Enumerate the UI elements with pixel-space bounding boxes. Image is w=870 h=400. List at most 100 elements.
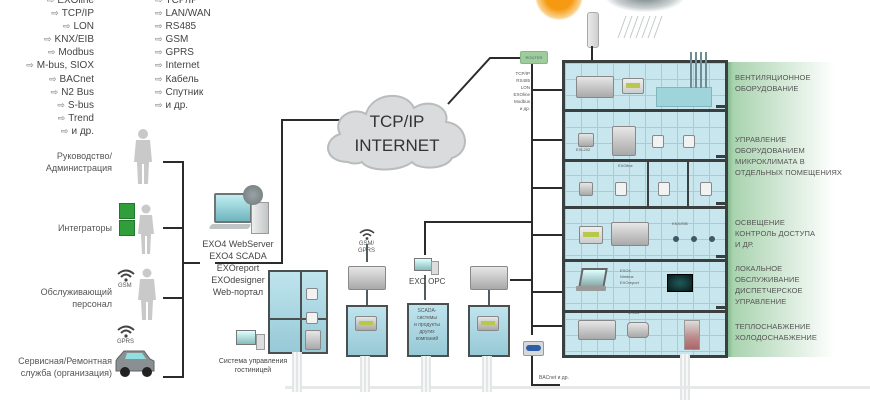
hotel-controller: [305, 330, 321, 350]
transport-protocol-label: LAN/WAN: [165, 8, 211, 20]
internet-cloud-icon: [327, 94, 466, 171]
room-sensor: [683, 135, 695, 148]
floor-labels-band: [725, 62, 870, 357]
ventilation-controller: [576, 76, 614, 98]
arrow-icon: ⇨: [51, 8, 59, 19]
field-protocol-label: LON: [73, 21, 94, 33]
field-protocol-item: ⇨EXOline: [0, 0, 94, 7]
room-sensor: [615, 182, 627, 196]
field-protocol-label: EXOline: [57, 0, 94, 6]
exl202-controller: [578, 133, 594, 147]
arrow-icon: ⇨: [155, 86, 163, 97]
arrow-icon: ⇨: [155, 73, 163, 84]
field-protocol-label: KNX/EIB: [54, 34, 94, 46]
bus-protocol-item: EXOline: [513, 92, 530, 97]
controller-icon: [119, 203, 135, 219]
transport-protocol-item: ⇨Кабель: [155, 73, 245, 86]
transport-protocol-item: ⇨LAN/WAN: [155, 7, 245, 20]
transport-protocol-label: RS485: [165, 21, 197, 33]
field-protocol-item: ⇨и др.: [0, 125, 94, 138]
floor-divider: [565, 206, 725, 209]
laptop-icon: [578, 268, 608, 288]
bus-protocol-item: Modbus: [513, 99, 530, 104]
gsm-gprs-label: GSM/ GPRS: [358, 241, 376, 254]
arrow-icon: ⇨: [155, 99, 163, 110]
field-protocol-item: ⇨BACnet: [0, 73, 94, 86]
field-protocol-label: N2 Bus: [61, 86, 94, 98]
touch-panel-icon: [667, 274, 693, 292]
field-protocol-item: ⇨LON: [0, 20, 94, 33]
transport-protocol-label: и др.: [165, 99, 189, 111]
arrow-icon: ⇨: [47, 47, 56, 58]
transport-protocol-label: Спутник: [165, 86, 204, 98]
gprs-badge: GPRS: [117, 339, 135, 345]
display-controller: [477, 316, 499, 331]
arrow-icon: ⇨: [155, 21, 163, 32]
transport-protocol-label: TCP/IP: [165, 0, 198, 6]
floor-label-climate: Управление оборудованием микроклимата в …: [735, 135, 842, 177]
transport-protocol-item: ⇨Internet: [155, 59, 245, 72]
gsm-cabinet: [346, 305, 388, 357]
site-post: [482, 356, 492, 392]
arrow-icon: ⇨: [155, 47, 163, 58]
hotel-post: [292, 352, 302, 392]
server-tower-icon: [251, 202, 269, 234]
building-cross-section: [562, 60, 728, 358]
globe-icon: [243, 185, 263, 205]
hotel-system-label: Система управления гостиницей: [218, 358, 288, 374]
room-divider: [687, 162, 689, 206]
ground-line: [285, 386, 870, 389]
transport-protocol-label: GSM: [165, 34, 189, 46]
building-post: [680, 354, 690, 400]
floor-label-heating: Теплоснабжение холодоснабжение: [735, 322, 818, 342]
local-software-list: EXO4 Nimbus EXOreport: [620, 268, 639, 285]
room-controller: [579, 182, 593, 196]
knx-node: [691, 236, 697, 242]
user-label-management: Руководство/ Администрация: [45, 151, 112, 173]
cloud-label: TCP/IP INTERNET: [354, 112, 440, 155]
bacnet-gateway-icon: [523, 341, 544, 356]
transport-protocol-item: ⇨GPRS: [155, 46, 245, 59]
transport-protocol-item: ⇨RS485: [155, 20, 245, 33]
room-sensor: [652, 135, 664, 148]
control-cabinet: [612, 126, 636, 156]
laptop-keyboard-icon: [576, 286, 606, 291]
arrow-icon: ⇨: [46, 0, 55, 5]
arrow-icon: ⇨: [57, 99, 65, 110]
exl202-label: EXL202: [576, 147, 591, 152]
lighting-display-controller: [579, 226, 603, 244]
field-protocol-item: ⇨Trend: [0, 112, 94, 125]
transport-protocol-label: Internet: [165, 60, 200, 72]
person-icon: [138, 268, 156, 320]
exo-opc-label: EXO OPC: [409, 277, 446, 286]
car-icon: [115, 350, 155, 377]
rain-icon: [617, 15, 663, 39]
floor-divider: [565, 109, 725, 112]
site-cabinet: [468, 305, 510, 357]
field-protocol-label: M-bus, SIOX: [36, 60, 94, 72]
floor-divider: [565, 310, 725, 313]
site-controller: [470, 266, 508, 290]
knx-bus-label: KNX/EIB: [672, 221, 688, 226]
transport-protocols-list: ⇨TCP/IP⇨LAN/WAN⇨RS485⇨GSM⇨GPRS⇨Internet⇨…: [155, 0, 245, 112]
room-sensor: [306, 288, 318, 300]
user-label-service: Сервисная/Ремонтная служба (организация): [18, 356, 112, 378]
field-protocol-label: S-bus: [67, 99, 94, 111]
floor-divider: [565, 159, 725, 162]
heat-meter: [627, 322, 649, 338]
opc-tower-icon: [431, 261, 439, 275]
floor-ledge: [716, 255, 726, 258]
transport-protocol-item: ⇨и др.: [155, 99, 245, 112]
bus-protocol-item: TCP/IP: [515, 71, 530, 76]
mbus-label: M-bus: [628, 310, 640, 315]
keyboard-icon: [208, 224, 252, 229]
bus-protocol-item: RS485: [516, 78, 530, 83]
field-protocol-label: и др.: [71, 125, 94, 137]
field-protocol-item: ⇨TCP/IP: [0, 7, 94, 20]
heating-controller: [578, 320, 616, 340]
field-protocol-item: ⇨S-bus: [0, 99, 94, 112]
floor-ledge: [716, 202, 726, 205]
floor-label-local: Локальное обслуживание диспетчерское упр…: [735, 264, 803, 306]
floor-ledge: [716, 105, 726, 108]
